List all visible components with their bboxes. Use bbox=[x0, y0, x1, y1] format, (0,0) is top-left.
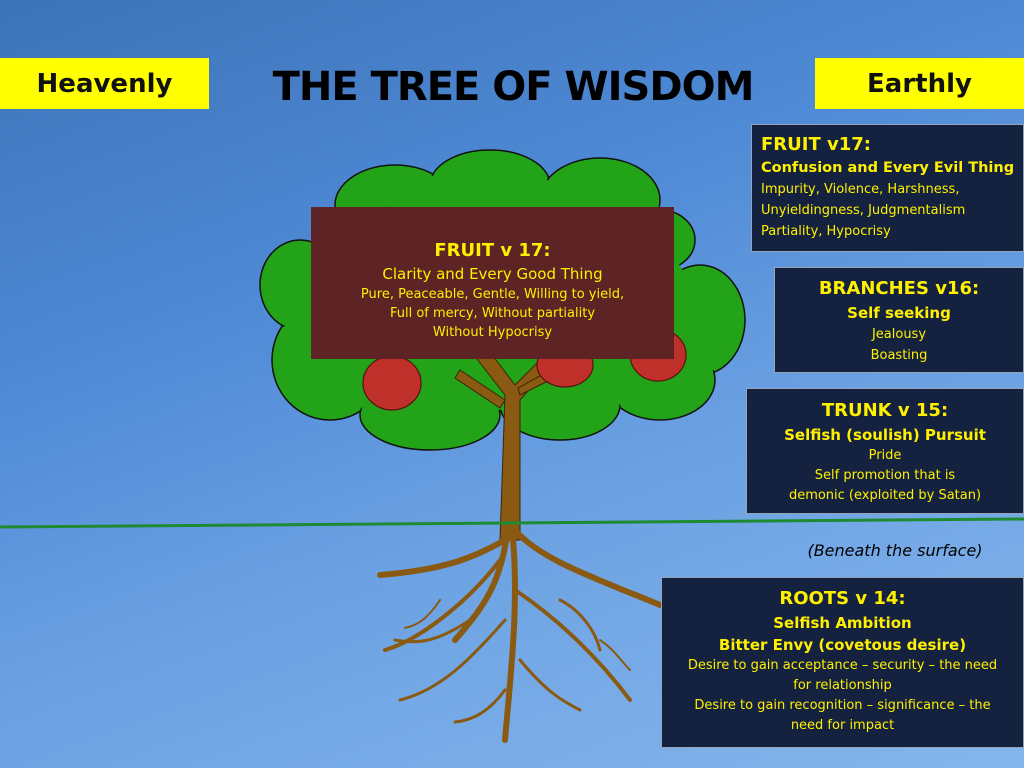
heavenly-fruit-heading: FRUIT v 17: bbox=[434, 240, 551, 261]
trunk-box: TRUNK v 15: Selfish (soulish) Pursuit Pr… bbox=[746, 388, 1024, 514]
roots-line: Desire to gain acceptance – security – t… bbox=[687, 658, 998, 673]
branches-line: Boasting bbox=[870, 348, 928, 363]
trunk-line: Self promotion that is bbox=[814, 468, 956, 483]
earthly-fruit-subheading: Confusion and Every Evil Thing bbox=[761, 160, 1015, 176]
branches-heading: BRANCHES v16: bbox=[818, 278, 980, 299]
ground-line bbox=[0, 517, 1024, 529]
roots bbox=[377, 527, 663, 743]
earthly-fruit-heading: FRUIT v17: bbox=[761, 134, 871, 155]
earthly-fruit-line: Impurity, Violence, Harshness, bbox=[761, 182, 960, 197]
heavenly-fruit-box: FRUIT v 17: Clarity and Every Good Thing… bbox=[311, 207, 674, 359]
page-title: THE TREE OF WISDOM bbox=[272, 64, 755, 110]
branches-line: Jealousy bbox=[871, 327, 927, 342]
heavenly-fruit-line: Pure, Peaceable, Gentle, Willing to yiel… bbox=[360, 287, 625, 302]
branches-subheading: Self seeking bbox=[847, 304, 951, 322]
trunk-heading: TRUNK v 15: bbox=[821, 400, 949, 421]
roots-heading: ROOTS v 14: bbox=[779, 588, 906, 609]
heavenly-tag: Heavenly bbox=[0, 58, 209, 109]
earthly-fruit-box: FRUIT v17: Confusion and Every Evil Thin… bbox=[751, 124, 1024, 252]
trunk-subheading: Selfish (soulish) Pursuit bbox=[784, 426, 986, 444]
trunk-line: Pride bbox=[868, 448, 902, 463]
roots-line: need for impact bbox=[790, 718, 895, 733]
roots-box: ROOTS v 14: Selfish Ambition Bitter Envy… bbox=[661, 577, 1024, 748]
trunk-line: demonic (exploited by Satan) bbox=[788, 488, 982, 503]
heavenly-fruit-line: Without Hypocrisy bbox=[432, 325, 553, 340]
heavenly-fruit-line: Full of mercy, Without partiality bbox=[389, 306, 596, 321]
branches-box: BRANCHES v16: Self seeking Jealousy Boas… bbox=[774, 267, 1024, 373]
heavenly-fruit-subheading: Clarity and Every Good Thing bbox=[382, 265, 603, 283]
apple bbox=[362, 355, 422, 411]
beneath-surface-note: (Beneath the surface) bbox=[807, 541, 983, 560]
earthly-tag: Earthly bbox=[815, 58, 1024, 109]
earthly-fruit-line: Partiality, Hypocrisy bbox=[761, 224, 891, 239]
roots-line: Desire to gain recognition – significanc… bbox=[694, 698, 991, 713]
earthly-fruit-line: Unyieldingness, Judgmentalism bbox=[761, 203, 966, 218]
roots-subheading: Selfish Ambition bbox=[773, 614, 912, 632]
roots-line: for relationship bbox=[793, 678, 892, 693]
roots-subheading: Bitter Envy (covetous desire) bbox=[718, 636, 967, 654]
